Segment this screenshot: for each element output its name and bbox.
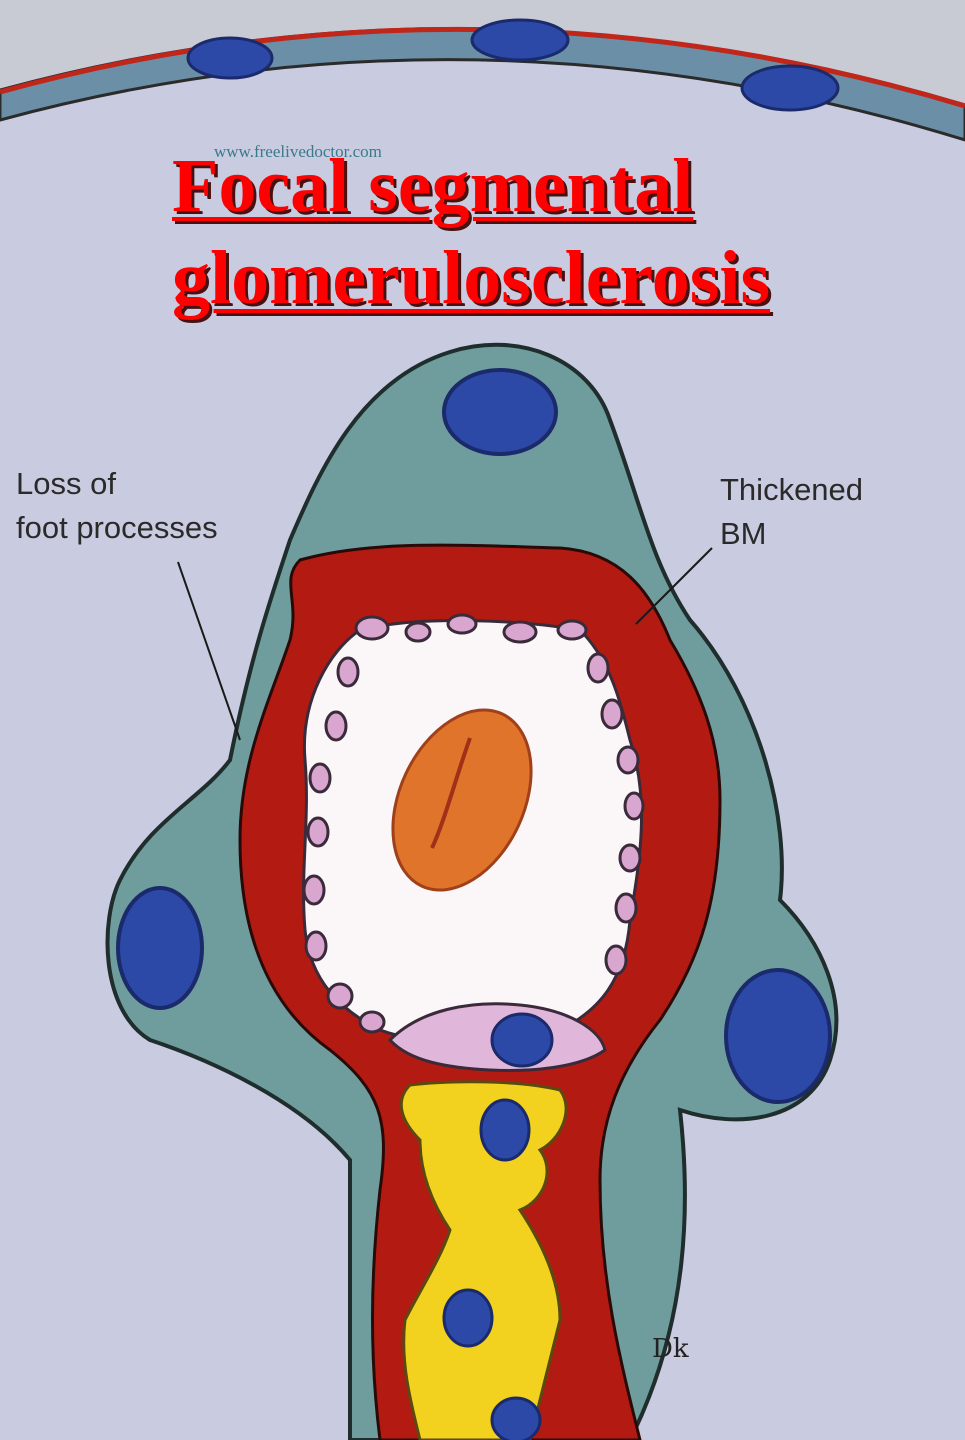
label-thickened-bm: Thickened BM [720, 468, 863, 556]
podocyte-nucleus-right [726, 970, 830, 1102]
title-line-2: glomerulosclerosis [172, 232, 932, 324]
slide-title: Focal segmental glomerulosclerosis [172, 140, 932, 324]
label-loss-line-1: Loss of [16, 462, 218, 506]
podocyte-nucleus-left [118, 888, 202, 1008]
label-loss-line-2: foot processes [16, 506, 218, 550]
mesangial-nucleus-3 [492, 1398, 540, 1440]
artist-signature: Dk [652, 1336, 689, 1362]
label-bm-line-1: Thickened [720, 468, 863, 512]
label-bm-line-2: BM [720, 512, 863, 556]
parietal-nucleus-3 [742, 66, 838, 110]
label-loss-of-foot-processes: Loss of foot processes [16, 462, 218, 550]
mesangial-nucleus-2 [444, 1290, 492, 1346]
podocyte-nucleus-top [444, 370, 556, 454]
parietal-nucleus-1 [188, 38, 272, 78]
title-line-1: Focal segmental [172, 140, 932, 232]
endothelial-nucleus [492, 1014, 552, 1066]
mesangial-nucleus-1 [481, 1100, 529, 1160]
parietal-nucleus-2 [472, 20, 568, 60]
